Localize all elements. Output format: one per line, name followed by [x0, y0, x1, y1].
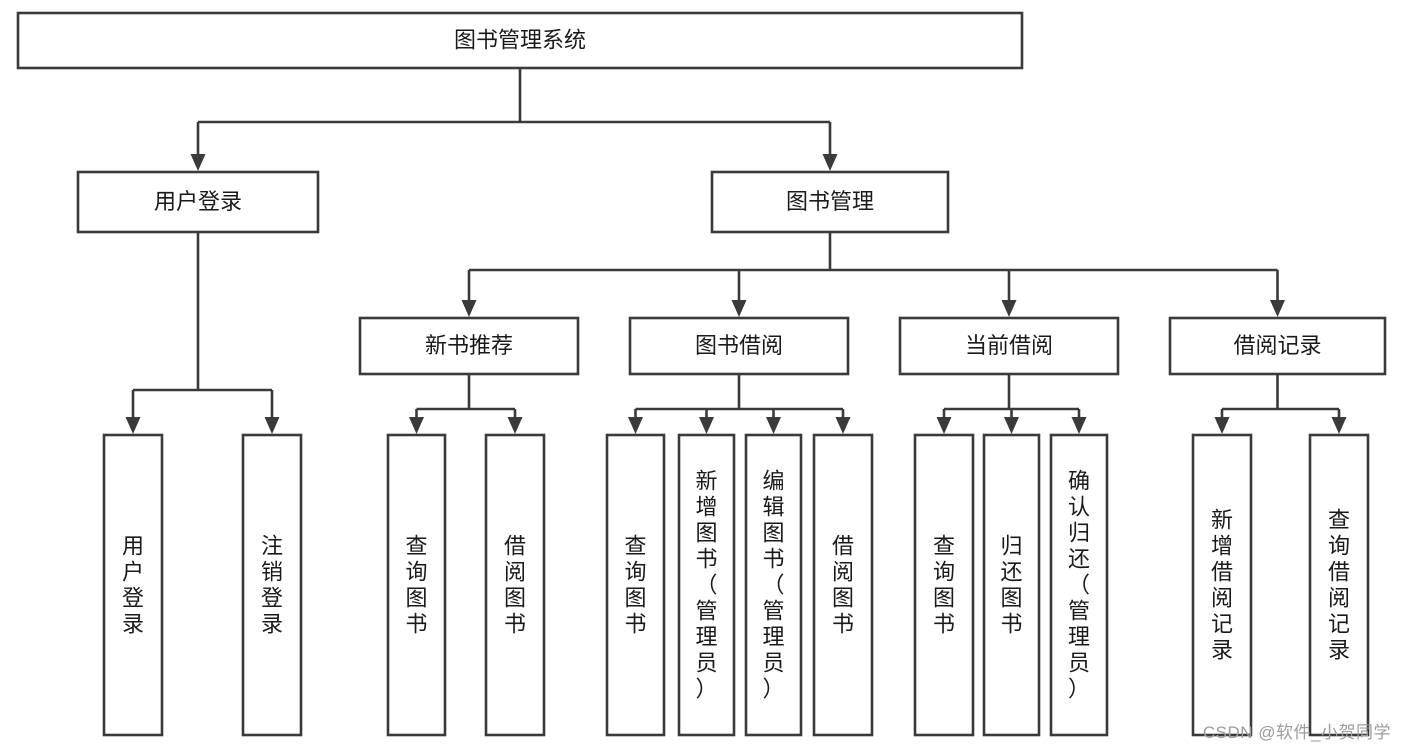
- node-leaf-查询图书-2[interactable]: 查询图书: [386, 433, 447, 737]
- node-root-图书管理系统[interactable]: 图书管理系统: [16, 11, 1024, 70]
- arrow-head-icon: [409, 417, 424, 434]
- node-box: [1168, 316, 1387, 376]
- node-box: [913, 433, 975, 737]
- node-box: [744, 433, 803, 737]
- node-l3-新书推荐[interactable]: 新书推荐: [358, 316, 580, 376]
- node-label: 用户登录: [154, 189, 242, 214]
- node-box: [1049, 433, 1109, 737]
- node-leaf-用户登录-0[interactable]: 用户登录: [102, 433, 164, 737]
- node-label: 归还图书: [1000, 533, 1022, 636]
- node-box: [628, 316, 850, 376]
- node-label: 图书管理系统: [454, 27, 586, 52]
- node-box: [1308, 433, 1370, 737]
- node-layer: 图书管理系统用户登录图书管理新书推荐图书借阅当前借阅借阅记录用户登录注销登录查询…: [16, 11, 1387, 737]
- node-label: 图书管理: [786, 189, 874, 214]
- edge-group-l3-图书借阅-to-leaves: [628, 374, 851, 434]
- edge-group-l3-新书推荐-to-leaves: [409, 374, 523, 434]
- edge-group-l3-借阅记录-to-leaves: [1214, 374, 1347, 434]
- node-box: [76, 170, 320, 234]
- node-leaf-确认归还管理员-10[interactable]: 确认归还（管理员）: [1049, 433, 1109, 737]
- node-label: 注销登录: [261, 533, 283, 636]
- node-box: [677, 433, 736, 737]
- node-leaf-借阅图书-7[interactable]: 借阅图书: [812, 433, 874, 737]
- arrow-head-icon: [766, 417, 781, 434]
- node-box: [898, 316, 1120, 376]
- node-box: [605, 433, 666, 737]
- arrow-head-icon: [628, 417, 643, 434]
- node-l3-借阅记录[interactable]: 借阅记录: [1168, 316, 1387, 376]
- arrow-head-icon: [699, 417, 714, 434]
- node-label: 编辑图书（管理员）: [762, 468, 784, 701]
- connector-layer: [125, 68, 1347, 434]
- node-label: 新增图书（管理员）: [695, 468, 717, 701]
- arrow-head-icon: [1214, 417, 1230, 434]
- edge-group-root-to-l2: [190, 68, 838, 171]
- node-leaf-编辑图书管理员-6[interactable]: 编辑图书（管理员）: [744, 433, 803, 737]
- arrow-head-icon: [507, 417, 523, 434]
- node-label: 图书借阅: [695, 333, 783, 358]
- node-box: [812, 433, 874, 737]
- node-label: 查询图书: [624, 533, 646, 636]
- node-label: 查询图书: [933, 533, 955, 636]
- node-box: [386, 433, 447, 737]
- node-box: [16, 11, 1024, 70]
- node-label: 新增借阅记录: [1211, 507, 1233, 662]
- node-l2-用户登录[interactable]: 用户登录: [76, 170, 320, 234]
- node-box: [484, 433, 546, 737]
- edge-group-tushuguanli-to-l3: [461, 232, 1285, 317]
- node-leaf-新增图书管理员-5[interactable]: 新增图书（管理员）: [677, 433, 736, 737]
- arrow-head-icon: [1071, 417, 1087, 434]
- node-leaf-注销登录-1[interactable]: 注销登录: [241, 433, 303, 737]
- arrow-head-icon: [835, 417, 851, 434]
- node-leaf-归还图书-9[interactable]: 归还图书: [982, 433, 1041, 737]
- arrow-head-icon: [1270, 300, 1285, 317]
- node-label: 当前借阅: [965, 333, 1053, 358]
- node-label: 借阅图书: [832, 533, 854, 636]
- node-leaf-查询图书-8[interactable]: 查询图书: [913, 433, 975, 737]
- node-l3-当前借阅[interactable]: 当前借阅: [898, 316, 1120, 376]
- node-leaf-查询借阅记录-12[interactable]: 查询借阅记录: [1308, 433, 1370, 737]
- node-leaf-新增借阅记录-11[interactable]: 新增借阅记录: [1191, 433, 1253, 737]
- node-label: 新书推荐: [425, 333, 513, 358]
- edge-group-yonghudenglu-to-leaves: [125, 232, 280, 434]
- arrow-head-icon: [1001, 300, 1017, 317]
- node-box: [102, 433, 164, 737]
- node-box: [710, 170, 950, 234]
- arrow-head-icon: [461, 300, 477, 317]
- node-label: 借阅记录: [1233, 333, 1321, 358]
- arrow-head-icon: [822, 154, 838, 171]
- arrow-head-icon: [264, 417, 280, 434]
- node-leaf-查询图书-4[interactable]: 查询图书: [605, 433, 666, 737]
- arrow-head-icon: [190, 154, 206, 171]
- node-label: 借阅图书: [504, 533, 526, 636]
- node-box: [358, 316, 580, 376]
- node-box: [982, 433, 1041, 737]
- node-label: 确认归还（管理员）: [1068, 468, 1090, 701]
- arrow-head-icon: [1004, 417, 1019, 434]
- arrow-head-icon: [731, 300, 747, 317]
- node-leaf-借阅图书-3[interactable]: 借阅图书: [484, 433, 546, 737]
- node-l2-图书管理[interactable]: 图书管理: [710, 170, 950, 234]
- node-label: 查询借阅记录: [1328, 507, 1350, 662]
- arrow-head-icon: [1331, 417, 1347, 434]
- node-label: 用户登录: [122, 533, 144, 636]
- node-box: [241, 433, 303, 737]
- node-l3-图书借阅[interactable]: 图书借阅: [628, 316, 850, 376]
- arrow-head-icon: [936, 417, 952, 434]
- node-label: 查询图书: [405, 533, 427, 636]
- edge-group-l3-当前借阅-to-leaves: [936, 374, 1087, 434]
- arrow-head-icon: [125, 417, 141, 434]
- node-box: [1191, 433, 1253, 737]
